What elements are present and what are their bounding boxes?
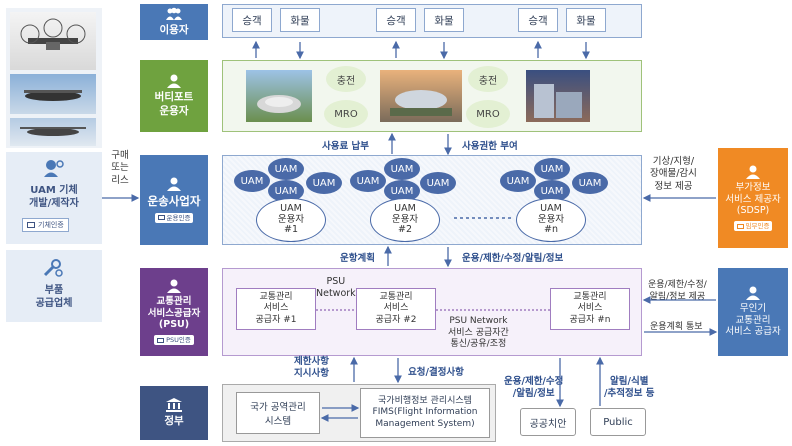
restrict-label: 제한사항 지시사항 [294,356,329,379]
psu-cert-label: PSU인증 [166,336,191,345]
tier-psu: 교통관리 서비스공급자 (PSU) PSU인증 [140,268,208,356]
uam-maker-label: UAM 기체 개발/제작자 [29,185,79,209]
airspace-system-box: 국가 공역관리 시스템 [236,392,320,434]
info-flow-label: 운용/제한/수정/알림/정보 [462,253,564,264]
parts-supplier-label: 부품 공급업체 [35,285,73,309]
unmanned-info-label: 운용/제한/수정/ 알림/정보 제공 [648,280,707,302]
user-cargo-3: 화물 [566,8,606,32]
charging-circle-2: 충전 [468,66,508,92]
public-box: Public [590,408,646,436]
aircraft-photo-1 [10,12,96,70]
fims-box: 국가비행정보 관리시스템 FIMS(Flight Information Man… [360,388,490,438]
tier-psu-label: 교통관리 서비스공급자 (PSU) [147,295,201,331]
aircraft-photo-3 [10,118,96,146]
users-icon [166,7,182,20]
psu-network-label: PSU Network [316,276,356,300]
uam-node: UAM [534,158,570,180]
psu-cert-badge: PSU인증 [154,335,194,346]
mro-circle-1: MRO [324,100,368,128]
wrench-icon [42,258,64,278]
tier-gov: 정부 [140,386,208,440]
unmanned-traffic-label: 무인기 교통관리 서비스 공급자 [725,302,781,338]
aircraft-cert-badge: 기체인증 [22,218,69,232]
alert-track-label: 알림/식별 /추적정보 등 [604,376,655,399]
uam-operator-1: UAM 운용자 #1 [256,198,326,242]
uam-operator-n: UAM 운용자 #n [516,198,586,242]
ops-plan-label: 운항계획 [340,253,375,264]
operator-cert-badge: 운용인증 [154,212,194,223]
uam-node: UAM [306,172,342,194]
person-icon [167,74,181,89]
uam-node: UAM [268,158,304,180]
person-icon [167,177,181,192]
government-building-icon [166,397,182,412]
fee-label: 사용료 납부 [322,141,370,152]
uam-node: UAM [268,180,304,202]
ops-info-label-bottom: 운용/제한/수정 /알림/정보 [504,376,564,399]
mro-circle-2: MRO [466,100,510,128]
engineer-icon [42,158,64,178]
uam-node: UAM [384,180,420,202]
tier-operator: 운송사업자 운용인증 [140,155,208,245]
parts-supplier-card [6,250,102,322]
uam-node: UAM [534,180,570,202]
user-cargo-2: 화물 [424,8,464,32]
uam-node: UAM [572,172,608,194]
tier-gov-label: 정부 [164,414,184,427]
plan-notice-label: 운용계획 통보 [650,322,703,332]
cert-icon [736,223,744,229]
uam-node: UAM [234,170,270,192]
sdsp-cert-badge: 임무인증 [733,221,773,232]
user-passenger-2: 승객 [376,8,416,32]
vertiport-photo-3 [526,70,590,122]
tier-operator-label: 운송사업자 [147,194,201,209]
psu-provider-2: 교통관리 서비스 공급자 #2 [356,288,436,330]
tier-users-label: 이용자 [159,23,189,36]
user-cargo-1: 화물 [280,8,320,32]
aircraft-cert-label: 기체인증 [38,221,64,229]
psu-network-desc: PSU Network 서비스 공급자간 통신/공유/조정 [448,316,509,350]
cert-icon [157,215,165,221]
person-icon [746,286,760,300]
tier-vertiport: 버티포트 운용자 [140,60,208,132]
request-label: 요청/결정사항 [408,367,464,378]
person-icon [167,279,181,293]
vertiport-photo-1 [246,70,312,122]
cert-icon [27,222,35,228]
psu-provider-1: 교통관리 서비스 공급자 #1 [236,288,316,330]
psu-provider-n: 교통관리 서비스 공급자 #n [550,288,630,330]
uam-node: UAM [420,172,456,194]
purchase-label: 구매 또는 리스 [111,150,129,186]
operator-cert-label: 운용인증 [166,213,191,222]
tier-vertiport-label: 버티포트 운용자 [154,91,194,117]
grant-label: 사용권한 부여 [462,141,518,152]
uam-operator-2: UAM 운용자 #2 [370,198,440,242]
vertiport-photo-2 [380,70,462,122]
sdsp-cert-label: 임무인증 [745,222,770,231]
sdsp-box: 부가정보 서비스 제공자 (SDSP) 임무인증 [718,148,788,248]
uam-node: UAM [384,158,420,180]
person-icon [746,165,760,179]
user-passenger-3: 승객 [518,8,558,32]
sdsp-label: 부가정보 서비스 제공자 (SDSP) [725,181,781,217]
aircraft-photo-2 [10,74,96,114]
uam-node: UAM [350,170,386,192]
public-security-box: 공공치안 [520,408,576,436]
uam-node: UAM [500,170,536,192]
charging-circle-1: 충전 [326,66,366,92]
weather-info-label: 기상/지형/ 장애물/감시 정보 제공 [650,156,697,192]
tier-users: 이용자 [140,4,208,40]
unmanned-traffic-box: 무인기 교통관리 서비스 공급자 [718,268,788,356]
cert-icon [157,337,165,343]
user-passenger-1: 승객 [232,8,272,32]
